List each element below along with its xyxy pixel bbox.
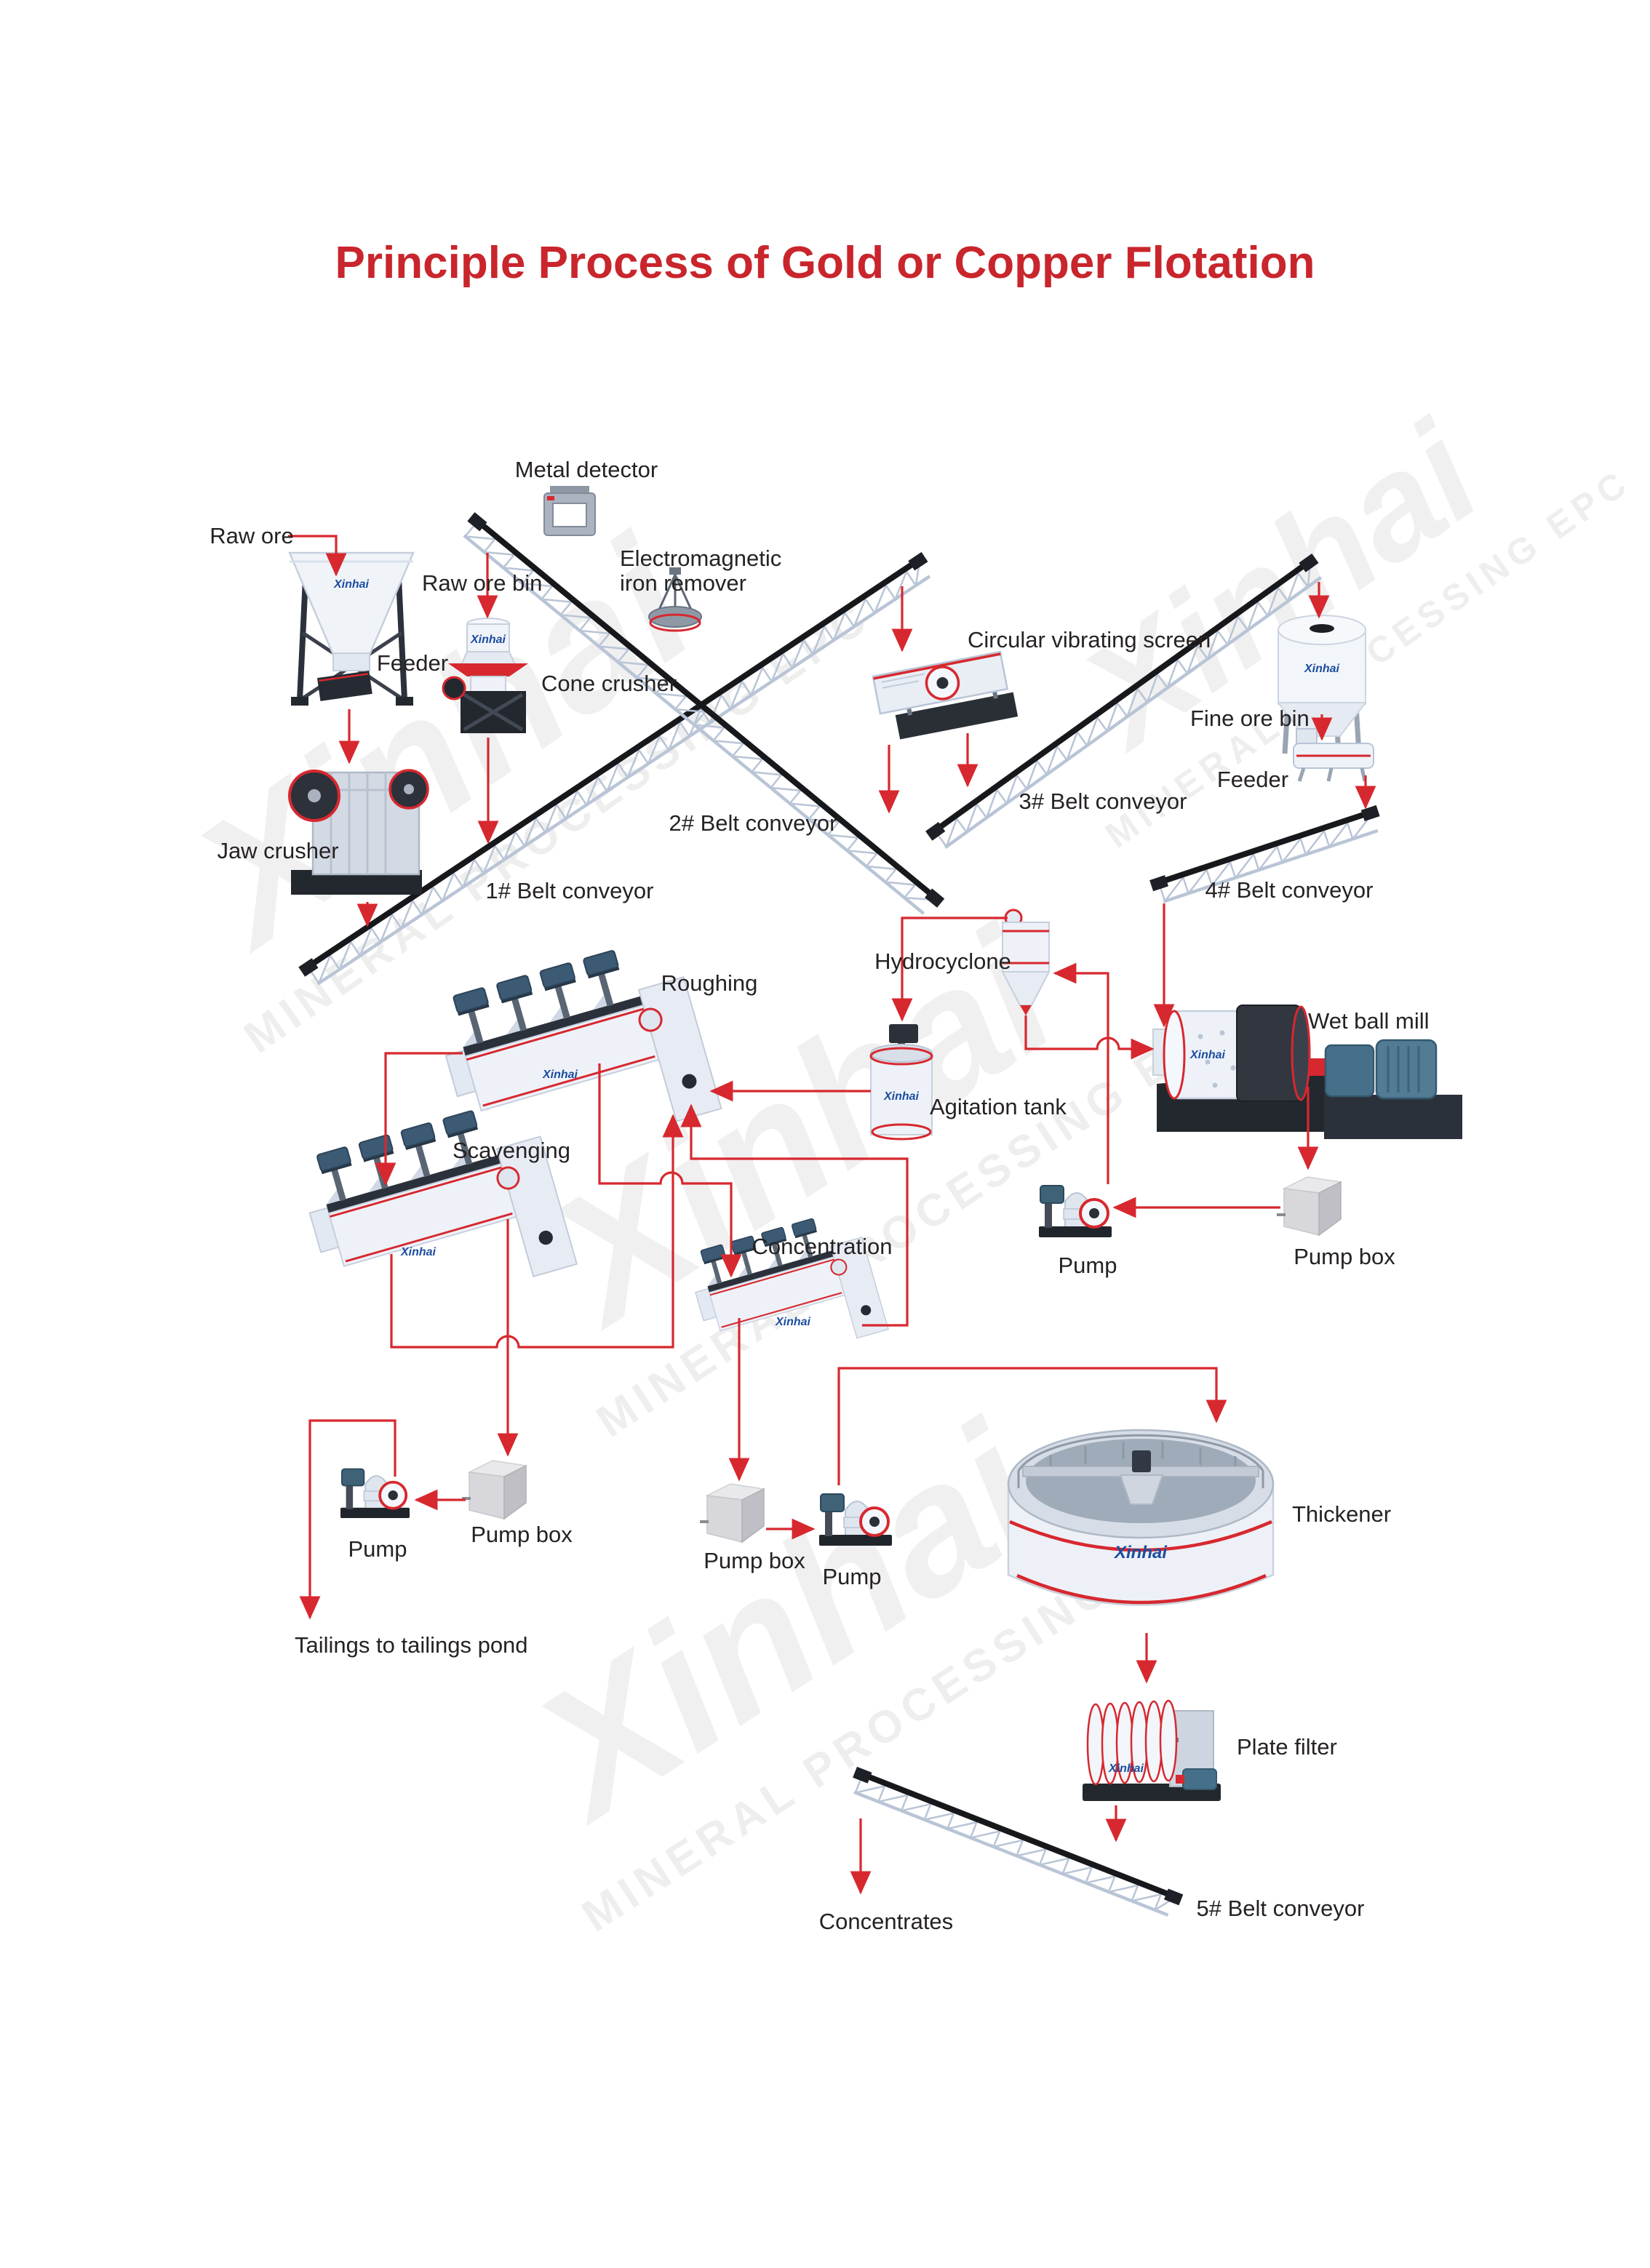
electromagnetic-iron-remover-icon (648, 567, 702, 632)
brand-logo-ball-mill: Xinhai (1189, 1049, 1226, 1061)
brand-logo-raw-ore-bin: Xinhai (333, 578, 370, 591)
brand-logo-cone-crusher: Xinhai (470, 634, 506, 646)
pump-grinding-label: Pump (1059, 1253, 1117, 1278)
flow-roughing-concentrate-to-concentration (598, 1063, 742, 1278)
flow-pump-to-tailings-pond (299, 1419, 396, 1620)
flow-cyclone-underflow-to-mill (1024, 1015, 1155, 1060)
pump-box-left-label: Pump box (471, 1522, 573, 1547)
concentrates-label: Concentrates (819, 1909, 953, 1934)
watermark-middle: Xinhai MINERAL PROCESSING EPC (511, 890, 1245, 1448)
concentration-label: Concentration (752, 1234, 892, 1259)
wet-ball-mill-label: Wet ball mill (1308, 1008, 1430, 1034)
belt-conveyor-5 (853, 1766, 1184, 1917)
watermark-top-left: Xinhai MINERAL PROCESSING EPC (155, 500, 880, 1063)
flow-raw-ore-to-bin (288, 535, 347, 577)
metal-detector-icon (543, 486, 596, 536)
iron-remover-label-line1: Electromagnetic (620, 546, 781, 571)
brand-logo-fine-ore-bin: Xinhai (1304, 663, 1340, 675)
plate-filter-label: Plate filter (1237, 1734, 1337, 1760)
agitation-tank (869, 1024, 933, 1141)
belt1-label: 1# Belt conveyor (486, 878, 654, 903)
concentrate-pump-box (698, 1482, 765, 1544)
thickener (1007, 1429, 1275, 1606)
scavenging-flotation-machine (293, 1093, 578, 1333)
plate-filter (1083, 1699, 1221, 1801)
flow-cyclone-overflow-to-agitation-tank (891, 917, 1008, 1022)
raw-ore-label: Raw ore (210, 523, 293, 548)
raw-ore-bin-label: Raw ore bin (422, 570, 542, 596)
brand-logo-agitation-tank: Xinhai (883, 1090, 920, 1103)
screen-label: Circular vibrating screen (968, 627, 1211, 652)
belt2-label: 2# Belt conveyor (669, 810, 837, 836)
hydrocyclone-label: Hydrocyclone (874, 949, 1011, 974)
cone-crusher (442, 618, 528, 733)
pump-middle-label: Pump (823, 1564, 882, 1589)
grinding-pump (1037, 1184, 1113, 1239)
watermark-bottom: Xinhai MINERAL PROCESSING EPC (496, 1385, 1230, 1942)
brand-logo-scavenging: Xinhai (400, 1246, 437, 1258)
flow-concentration-tailings-to-roughing (680, 1103, 909, 1327)
jaw-crusher-label: Jaw crusher (217, 838, 338, 863)
metal-detector-label: Metal detector (515, 457, 658, 482)
belt-conveyor-4 (1149, 804, 1380, 903)
brand-logo-plate-filter: Xinhai (1108, 1762, 1144, 1775)
flow-pump-to-thickener (837, 1367, 1227, 1485)
brand-logo-concentration: Xinhai (775, 1316, 811, 1328)
flow-lines (288, 535, 1376, 1895)
raw-ore-bin (288, 551, 415, 706)
tailings-label: Tailings to tailings pond (295, 1632, 528, 1658)
pump-box-middle-label: Pump box (704, 1548, 805, 1573)
agitation-tank-label: Agitation tank (930, 1094, 1067, 1119)
belt-conveyor-2 (463, 512, 945, 915)
cone-crusher-label: Cone crusher (541, 671, 677, 696)
pump-box-grinding-label: Pump box (1294, 1244, 1395, 1269)
roughing-label: Roughing (661, 970, 758, 996)
brand-logo-thickener: Xinhai (1113, 1543, 1168, 1562)
fine-ore-bin-label: Fine ore bin (1190, 706, 1310, 731)
tailings-pump (339, 1467, 411, 1520)
circular-vibrating-screen (872, 650, 1019, 740)
jaw-crusher (288, 769, 429, 895)
feeder-right-label: Feeder (1217, 767, 1288, 792)
belt3-label: 3# Belt conveyor (1019, 788, 1187, 814)
iron-remover-label-line2: iron remover (620, 570, 746, 596)
brand-logo-roughing: Xinhai (542, 1069, 578, 1081)
tailings-pump-box (461, 1459, 527, 1520)
feeder-left-label: Feeder (377, 650, 448, 676)
belt5-label: 5# Belt conveyor (1197, 1896, 1365, 1921)
belt-conveyor-3 (925, 553, 1323, 849)
thickener-label: Thickener (1292, 1501, 1391, 1527)
flow-roughing-tailings-to-scavenging (375, 1052, 463, 1186)
hydrocyclone (1001, 909, 1051, 1015)
pump-left-label: Pump (348, 1536, 407, 1562)
belt4-label: 4# Belt conveyor (1205, 877, 1374, 903)
wet-ball-mill (1152, 1005, 1462, 1139)
scavenging-label: Scavenging (453, 1138, 570, 1163)
grinding-pump-box (1275, 1175, 1342, 1237)
belt-conveyor-1 (298, 551, 931, 986)
flow-pump-to-hydrocyclone (1053, 962, 1109, 1184)
page-title: Principle Process of Gold or Copper Flot… (335, 238, 1315, 288)
